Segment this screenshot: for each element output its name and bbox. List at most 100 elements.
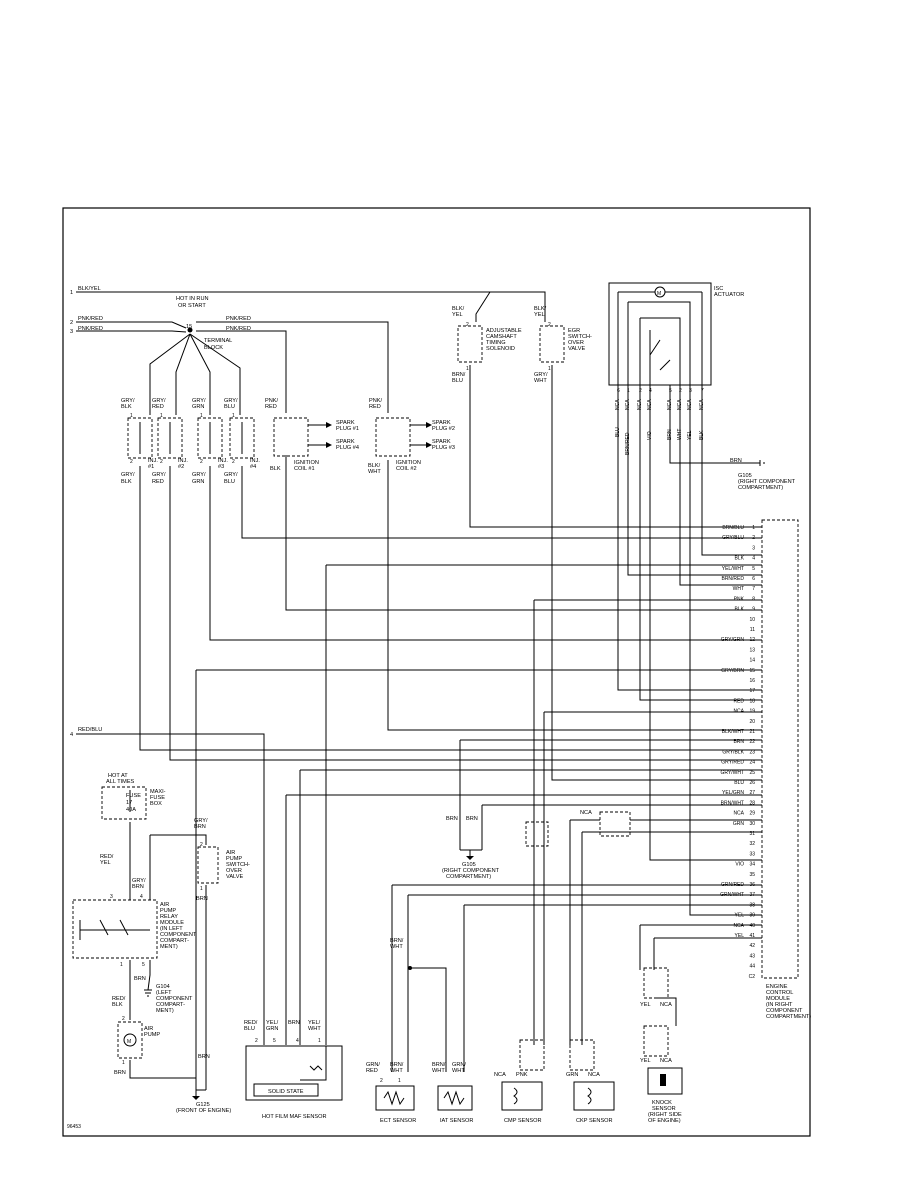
svg-text:BRN/: BRN/ xyxy=(390,938,404,944)
svg-text:RED: RED xyxy=(369,404,381,410)
ecm-pin-wire-color: BLK xyxy=(735,607,745,613)
svg-text:RED: RED xyxy=(366,1068,378,1074)
svg-text:COMPARTMENT): COMPARTMENT) xyxy=(446,874,491,880)
svg-text:#4: #4 xyxy=(250,464,256,470)
svg-text:COIL #1: COIL #1 xyxy=(294,466,315,472)
svg-text:RED/: RED/ xyxy=(112,996,126,1002)
ecm-pin-number: 35 xyxy=(749,872,755,878)
svg-text:3: 3 xyxy=(110,894,113,900)
svg-text:BLU: BLU xyxy=(224,404,235,410)
svg-text:SOLENOID: SOLENOID xyxy=(486,346,515,352)
ecm-pin-wire-color: NCA xyxy=(733,923,744,929)
ecm-pin-wire-color: VIO xyxy=(735,862,744,868)
svg-text:YEL: YEL xyxy=(452,312,463,318)
ecm-pin-number: 31 xyxy=(749,831,755,837)
figure-id: 96453 xyxy=(67,1124,81,1130)
svg-text:M: M xyxy=(657,291,661,297)
svg-text:1: 1 xyxy=(200,413,203,419)
svg-text:#1: #1 xyxy=(148,464,154,470)
svg-text:G125: G125 xyxy=(196,1102,210,1108)
svg-text:#3: #3 xyxy=(218,464,224,470)
ecm-pin-number: 37 xyxy=(749,892,755,898)
svg-text:COIL #2: COIL #2 xyxy=(396,466,417,472)
svg-text:1: 1 xyxy=(160,413,163,419)
svg-text:RELAY: RELAY xyxy=(160,914,178,920)
svg-text:IAT SENSOR: IAT SENSOR xyxy=(440,1118,473,1124)
svg-text:FUSE: FUSE xyxy=(150,795,165,801)
svg-text:COMPARTMENT): COMPARTMENT) xyxy=(766,1014,811,1020)
ecm-pin-wire-color: BLK/WHT xyxy=(722,729,744,735)
svg-text:BLK: BLK xyxy=(699,430,705,440)
ecm-pin-wire-color: BRN/BLU xyxy=(722,525,744,531)
svg-text:5: 5 xyxy=(142,962,145,968)
ecm-pin-number: 9 xyxy=(752,607,755,613)
ecm-pin-number: 7 xyxy=(752,586,755,592)
svg-text:YEL: YEL xyxy=(534,312,545,318)
svg-text:40A: 40A xyxy=(126,807,136,813)
svg-text:3: 3 xyxy=(689,388,692,394)
svg-text:BRN: BRN xyxy=(114,1070,126,1076)
svg-text:BLK/: BLK/ xyxy=(452,306,465,312)
ecm-pin-wire-color: BLK xyxy=(735,556,745,562)
ground-g105-top: BRN G105 (RIGHT COMPONENT COMPARTMENT) xyxy=(730,458,796,491)
svg-text:BRN/RED: BRN/RED xyxy=(625,432,631,455)
wire-color-4: RED/BLU xyxy=(78,727,102,733)
svg-text:COMPARTMENT): COMPARTMENT) xyxy=(738,485,783,491)
svg-text:AIR: AIR xyxy=(160,902,169,908)
ecm-pin-number: 10 xyxy=(749,617,755,623)
svg-text:SPARK: SPARK xyxy=(336,439,355,445)
svg-text:WHT: WHT xyxy=(308,1026,321,1032)
svg-text:2: 2 xyxy=(639,388,642,394)
svg-text:NCA: NCA xyxy=(637,399,643,410)
ecm-pin-number: 33 xyxy=(749,851,755,857)
svg-text:4: 4 xyxy=(296,1038,299,1044)
svg-text:COMPART-: COMPART- xyxy=(160,938,189,944)
svg-text:OF ENGINE): OF ENGINE) xyxy=(648,1118,681,1124)
svg-text:ENGINE: ENGINE xyxy=(766,984,788,990)
ecm-pin-number: 27 xyxy=(749,790,755,796)
svg-text:MODULE: MODULE xyxy=(160,920,184,926)
svg-text:PUMP: PUMP xyxy=(144,1032,160,1038)
svg-text:GRY/: GRY/ xyxy=(224,472,238,478)
svg-text:NCA: NCA xyxy=(699,399,705,410)
svg-text:OVER: OVER xyxy=(226,868,242,874)
injector-1: GRY/BLK 12 INJ.#1 GRY/BLK xyxy=(121,398,158,485)
svg-text:CKP SENSOR: CKP SENSOR xyxy=(576,1118,613,1124)
svg-text:BRN/: BRN/ xyxy=(452,372,466,378)
ecm-pin-number: 8 xyxy=(752,596,755,602)
ecm-pins: 1BRN/BLU2GRY/BLU34BLK5YEL/WHT6BRN/RED7WH… xyxy=(720,525,755,980)
svg-text:PNK: PNK xyxy=(516,1072,528,1078)
ecm-pin-wire-color: PNK xyxy=(734,596,745,602)
tb-right-wire-1: PNK/RED xyxy=(226,316,251,322)
svg-text:BLU: BLU xyxy=(615,427,621,437)
svg-text:1: 1 xyxy=(398,1078,401,1084)
ecm-pin-wire-color: GRY/WHT xyxy=(720,770,744,776)
svg-text:IGNITION: IGNITION xyxy=(294,460,319,466)
iat-sensor: BRN/WHT GRN/WHT IAT SENSOR xyxy=(432,1062,473,1124)
svg-text:G104: G104 xyxy=(156,984,170,990)
ecm-pin-wire-color: GRY/BLU xyxy=(722,535,744,541)
svg-text:ADJUSTABLE: ADJUSTABLE xyxy=(486,328,522,334)
svg-text:VALVE: VALVE xyxy=(568,346,585,352)
ecm-pin-number: 34 xyxy=(749,862,755,868)
svg-text:BRN: BRN xyxy=(194,824,206,830)
svg-text:7: 7 xyxy=(701,388,704,394)
svg-text:SWITCH-: SWITCH- xyxy=(568,334,592,340)
ecm-pin-wire-color: YEL/GRN xyxy=(722,790,744,796)
svg-text:17: 17 xyxy=(126,800,132,806)
ecm-pin-wire-color: YEL/WHT xyxy=(722,566,744,572)
svg-text:AIR: AIR xyxy=(144,1026,153,1032)
svg-text:NCA: NCA xyxy=(647,399,653,410)
ecm-pin-number: 39 xyxy=(749,913,755,919)
svg-text:M: M xyxy=(127,1039,131,1045)
svg-text:IGNITION: IGNITION xyxy=(396,460,421,466)
ecm-pin-wire-color: RED xyxy=(733,698,744,704)
svg-text:GRY/: GRY/ xyxy=(152,398,166,404)
ecm-pin-wire-color: YEL xyxy=(735,913,745,919)
ecm-pin-wire-color: GRN/WHT xyxy=(720,892,744,898)
svg-text:RED: RED xyxy=(152,404,164,410)
